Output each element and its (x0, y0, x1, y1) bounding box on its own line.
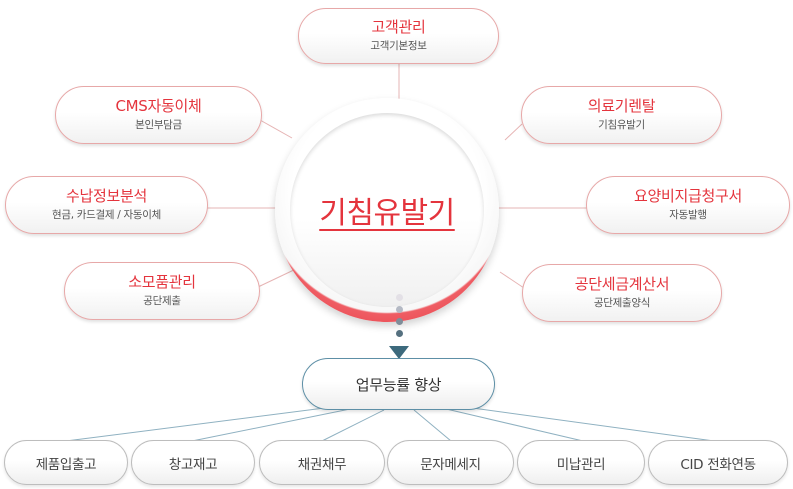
connector-bottom-6 (457, 405, 715, 442)
bottom-item-unpaid[interactable]: 미납관리 (517, 440, 645, 485)
node-subtitle: 기침유발기 (598, 119, 645, 131)
flow-dot (396, 318, 403, 325)
node-claim[interactable]: 요양비지급청구서 자동발행 (586, 176, 790, 234)
bottom-item-label: CID 전화연동 (680, 456, 756, 473)
node-customer[interactable]: 고객관리 고객기본정보 (298, 8, 499, 64)
connector-bottom-1 (65, 405, 341, 442)
node-title: CMS자동이체 (115, 97, 202, 115)
node-title: 고객관리 (371, 18, 426, 36)
connector-bottom-5 (441, 407, 584, 442)
connector-bottom-3 (321, 409, 385, 442)
bottom-item-sms[interactable]: 문자메세지 (387, 440, 514, 485)
bottom-item-stock[interactable]: 창고재고 (131, 440, 255, 485)
node-title: 소모품관리 (128, 273, 196, 291)
bottom-item-label: 미납관리 (556, 456, 606, 473)
improve-label: 업무능률 향상 (355, 375, 442, 394)
connector-tax (499, 271, 525, 289)
node-subtitle: 공단제출 (143, 295, 181, 307)
bottom-item-debt[interactable]: 채권채무 (259, 440, 385, 485)
bottom-item-label: 채권채무 (297, 456, 347, 473)
node-title: 의료기렌탈 (587, 97, 656, 115)
node-cms[interactable]: CMS자동이체 본인부담금 (55, 86, 262, 144)
connector-rental (504, 123, 523, 141)
connector-bottom-2 (191, 407, 356, 442)
node-subtitle: 공단제출양식 (593, 297, 651, 309)
bottom-item-label: 문자메세지 (420, 456, 481, 473)
flow-dot (396, 330, 403, 337)
node-title: 요양비지급청구서 (633, 187, 742, 205)
center-title: 기침유발기 (319, 196, 455, 231)
bottom-item-label: 제품입출고 (35, 456, 97, 473)
node-subtitle: 현금, 카드결제 / 자동이체 (52, 209, 161, 221)
node-tax[interactable]: 공단세금계산서 공단제출양식 (522, 264, 722, 322)
improve-node[interactable]: 업무능률 향상 (302, 358, 495, 410)
node-rental[interactable]: 의료기렌탈 기침유발기 (521, 86, 722, 144)
bottom-item-cid[interactable]: CID 전화연동 (648, 440, 788, 485)
bottom-item-label: 창고재고 (168, 456, 218, 473)
node-supplies[interactable]: 소모품관리 공단제출 (64, 262, 260, 320)
node-title: 수납정보분석 (65, 187, 147, 205)
flow-dot (396, 306, 403, 313)
connector-supplies (257, 267, 299, 288)
center-node[interactable]: 기침유발기 (290, 113, 484, 307)
node-subtitle: 자동발행 (669, 209, 707, 221)
node-title: 공단세금계산서 (574, 275, 670, 293)
arrow-down-icon (389, 346, 409, 359)
flow-dot (396, 294, 403, 301)
bottom-item-inout[interactable]: 제품입출고 (4, 440, 128, 485)
node-subtitle: 고객기본정보 (370, 40, 427, 52)
connector-bottom-4 (413, 409, 452, 442)
connector-cms (259, 119, 293, 139)
node-subtitle: 본인부담금 (135, 119, 182, 131)
node-revenue[interactable]: 수납정보분석 현금, 카드결제 / 자동이체 (5, 176, 208, 234)
